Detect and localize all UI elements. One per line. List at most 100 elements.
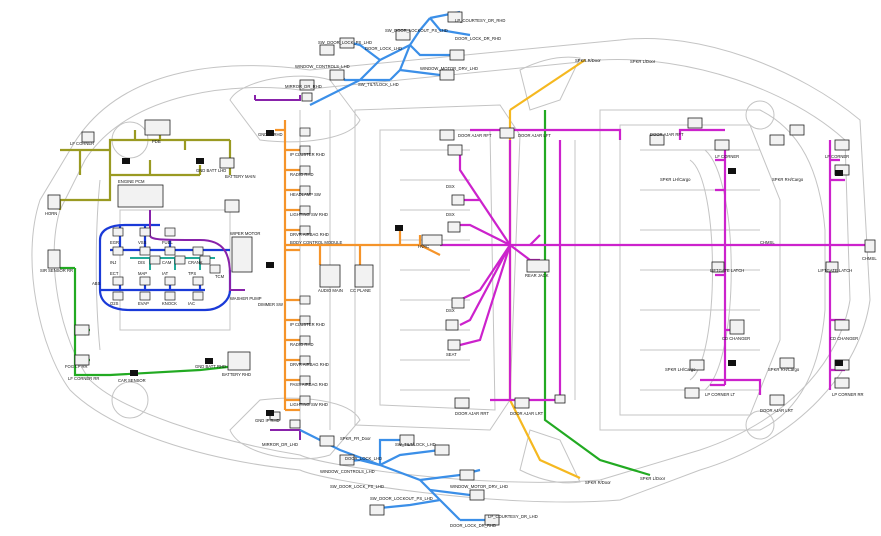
cd-changer-right-label: CD CHANGER [830, 336, 858, 341]
spkr-cargo-b-label: SPKR LH/Cargo [665, 367, 696, 372]
dsx-label-2: DSX [446, 212, 455, 217]
gnd-batt2-label: GND BATT RHD [195, 364, 226, 369]
lp-courtesy-dr-label: LP_COURTESY_DR_LHD [488, 514, 538, 519]
window-motor-label: WINDOW_MOTOR_DRV_LHD [420, 66, 478, 71]
door-ajar-lft-label: DOOR AJAR LFT [518, 133, 551, 138]
lf-corner2-label: LF CORNER RR [68, 376, 99, 381]
ip-cluster-label: IP CLUSTER RHD [290, 152, 325, 157]
wiper-label: WIPER MOTOR [230, 231, 260, 236]
sir-sensor-label: SIR SENSOR RR [40, 268, 73, 273]
door-lock-dr-b-label: DOOR_LOCK_DR_RHD [450, 523, 496, 528]
vehicle-outline [31, 37, 871, 503]
door-ajar-rft-label: DOOR AJAR RFT [458, 133, 492, 138]
mirror-rhd-label: MIRROR_DR_RHD [285, 84, 322, 89]
dimmer-label: DIMMER SW [258, 302, 283, 307]
rear-jack-label: REAR JACK [525, 273, 549, 278]
vss-label: VSS [138, 240, 147, 245]
lf-corner-label: LF CORNER [70, 141, 94, 146]
fog-label: FOG LP RR [65, 364, 88, 369]
pdb-box[interactable] [144, 119, 171, 136]
tcm-label: TCM [215, 274, 225, 279]
knock-label: KNOCK [162, 301, 177, 306]
gnd-batt-label: GND BATT LHD [196, 168, 226, 173]
evap-label: EVAP [138, 301, 149, 306]
seat-label: SEAT [446, 352, 457, 357]
labels: PDB BATTERY MAIN GND BATT LHD BATTERY RH… [40, 18, 877, 528]
headlamp-label: HEADLAMP SW [290, 192, 321, 197]
body-control-label: BODY CONTROL MODULE [290, 240, 343, 245]
spkr-cargo-r-label: SPKR RH/Cargo [772, 177, 804, 182]
window-control-label: WINDOW_CONTROLS_LHD [295, 64, 350, 69]
door-lock-b-label: DOOR_LOCK_LHD [345, 456, 382, 461]
abs-label: ABS [92, 281, 101, 286]
lighting-b-label: LIGHTING SW RHD [290, 402, 328, 407]
door-ajar-r2-label: DOOR AJAR RFT [650, 132, 684, 137]
spkr-cargo-rb-label: SPKR RH/Cargo [768, 367, 800, 372]
engine-label: ENGINE PCM [118, 179, 145, 184]
lp-corner-right-label: LF CORNER [825, 154, 849, 159]
pdb-label: PDB [152, 139, 161, 144]
washer-label: WASHER PUMP [230, 296, 262, 301]
mirror-lhd-label: MIRROR_DR_LHD [262, 442, 298, 447]
ect-label: ECT [110, 271, 119, 276]
liftgate-label: LIFTGATE LATCH [710, 268, 744, 273]
lp-corner-lt-label: LP CORNER LT [705, 392, 736, 397]
door-ajar-lrt-label: DOOR AJAR LRT [510, 411, 544, 416]
dsx-label-3: DSX [446, 308, 455, 313]
map-label: MAP [138, 271, 147, 276]
ground-icon [122, 130, 843, 416]
drvr-airbag-label: DRVR AIRBAG RHD [290, 232, 329, 237]
harness-purple [149, 95, 301, 440]
radio-label: RADIO RHD [290, 172, 314, 177]
chmsl2-label: CHMSL [862, 256, 877, 261]
door-lock-dr-label: DOOR_LOCK_DR_RHD [455, 36, 501, 41]
chmsl-label: CHMSL [760, 240, 775, 245]
tps-label: TPS [188, 271, 196, 276]
egr-label: EGR [110, 240, 119, 245]
lp-corner-rr-label: LP CORNER RR [832, 392, 864, 397]
sw-tilt-label: SW_TILT/LOCK_LHD [358, 82, 399, 87]
liftgate2-label: LIFTGATE LATCH [818, 268, 852, 273]
hvac-label: HVAC [418, 244, 429, 249]
door-ajar-rrt-label: DOOR AJAR RRT [455, 411, 489, 416]
door-ajar-l2-label: DOOR AJAR LRT [760, 408, 794, 413]
spkr-ldoor-label: SPKR L/Door [630, 59, 656, 64]
ip-cluster-b-label: IP CLUSTER RHD [290, 322, 325, 327]
spkr-cargo-label: SPKR LH/Cargo [660, 177, 691, 182]
drvr-airbag-b-label: DRVR AIRBAG RHD [290, 362, 329, 367]
lighting-label: LIGHTING SW RHD [290, 212, 328, 217]
sw-tilt-b-label: SW_TILT/LOCK_LHD [395, 442, 436, 447]
iat-label: IAT [162, 271, 169, 276]
sw-door-lock-b-label: SW_DOOR_LOCK_PS_LHD [330, 484, 384, 489]
cd-changer-left-label: CD CHANGER [722, 336, 750, 341]
sw-door-lock-label: SW_DOOR_LOCK_PS_LHD [318, 40, 372, 45]
harness-olive [58, 130, 232, 210]
harness-magenta [440, 128, 870, 402]
car-sensor-label: CAR SENSOR [118, 378, 146, 383]
cam-label: CAM [162, 260, 172, 265]
gnd-ip-b-label: GND IP RHD [255, 418, 280, 423]
cc-plane-label: CC PLANE [350, 288, 371, 293]
components [47, 11, 876, 526]
spkr-front-label: SPKR_FR_Door [340, 436, 371, 441]
door-lock-label: DOOR_LOCK_LHD [365, 46, 402, 51]
sw-door-lockout-label: SW_DOOR_LOCKOUT_PS_LHD [385, 28, 448, 33]
harness-orange [275, 120, 441, 412]
audio-label: AUDIO MAIN [318, 288, 343, 293]
dash-connectors [299, 127, 311, 405]
window-motor-b-label: WINDOW_MOTOR_DRV_LHD [450, 484, 508, 489]
horn-label: HORN [45, 211, 57, 216]
spkr-ldoor-bottom-label: SPKR L/Door [640, 476, 666, 481]
o2s-label: O2S [110, 301, 119, 306]
battery-rhd-label: BATTERY RHD [222, 372, 251, 377]
dsx-label-1: DSX [446, 184, 455, 189]
engine-connectors [112, 227, 221, 301]
fuel-label: FUEL [162, 240, 173, 245]
iac-label: IAC [188, 301, 195, 306]
harness-blue-top [309, 10, 471, 106]
inj-label: INJ [110, 260, 116, 265]
spkr-rdoor-label: SPKR R/Door [575, 58, 601, 63]
spkr-rdoor-bottom-label: SPKR R/Door [585, 480, 611, 485]
gnd-ip-label: GND IP RHD [258, 132, 283, 137]
